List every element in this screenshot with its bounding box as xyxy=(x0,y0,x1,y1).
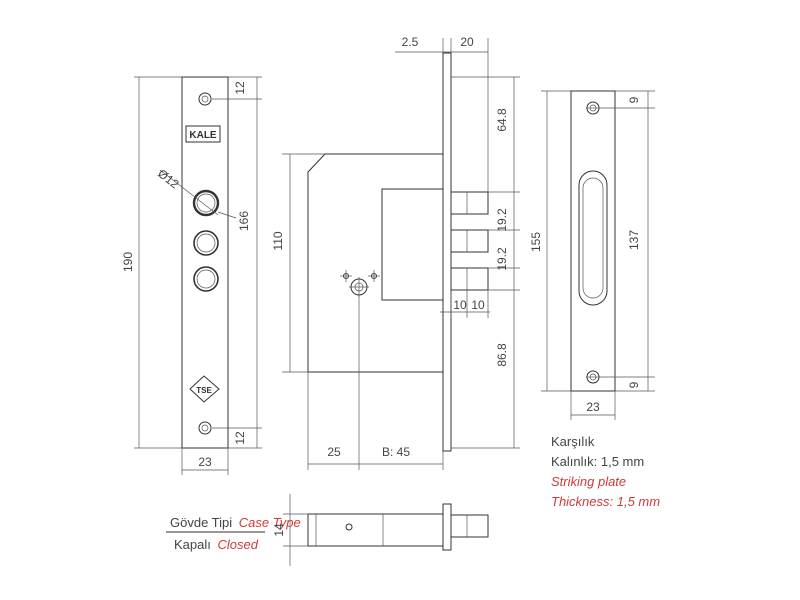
svg-text:19.2: 19.2 xyxy=(495,247,509,271)
svg-text:10: 10 xyxy=(453,298,467,312)
dim-23: 23 xyxy=(181,448,229,475)
cylinder-hole xyxy=(193,230,219,256)
striking-bottom-hole xyxy=(586,370,600,384)
svg-text:23: 23 xyxy=(198,455,212,469)
svg-text:14: 14 xyxy=(272,523,286,537)
svg-text:12: 12 xyxy=(233,81,247,95)
case-type-label: Gövde Tipi Case Type xyxy=(170,515,301,530)
svg-text:190: 190 xyxy=(121,252,135,272)
svg-text:Striking plate: Striking plate xyxy=(551,474,626,489)
striking-top-hole xyxy=(586,101,600,115)
body-faceplate xyxy=(442,52,452,452)
front-plate xyxy=(181,76,229,449)
kale-logo: KALE xyxy=(185,125,221,143)
dim-right-striking: 9 137 9 xyxy=(600,90,655,392)
svg-text:110: 110 xyxy=(271,231,285,250)
spindle-hub xyxy=(340,270,380,297)
bolt-housing xyxy=(381,188,443,301)
svg-text:12: 12 xyxy=(233,431,247,445)
svg-text:19.2: 19.2 xyxy=(495,208,509,232)
svg-text:Thickness: 1,5 mm: Thickness: 1,5 mm xyxy=(551,494,660,509)
svg-text:9: 9 xyxy=(627,96,641,103)
bolts xyxy=(450,191,489,291)
lock-body-view: 2.5 20 110 64.8 19.2 19.2 86.8 xyxy=(271,35,520,470)
svg-text:155: 155 xyxy=(529,232,543,252)
bolt xyxy=(450,267,489,291)
cylinder-hole xyxy=(192,189,220,217)
striking-caption: Karşılık Kalınlık: 1,5 mm Striking plate… xyxy=(551,434,660,509)
svg-text:Kalınlık: 1,5 mm: Kalınlık: 1,5 mm xyxy=(551,454,644,469)
svg-text:137: 137 xyxy=(627,230,641,250)
svg-text:20: 20 xyxy=(460,35,474,49)
svg-text:B: 45: B: 45 xyxy=(382,445,410,459)
bolt xyxy=(450,191,489,215)
svg-text:86.8: 86.8 xyxy=(495,343,509,367)
front-plate-view: KALE TSE 190 xyxy=(121,76,262,475)
svg-text:KALE: KALE xyxy=(189,130,217,141)
dim-166: 166 xyxy=(217,211,251,231)
dim-110: 110 xyxy=(271,153,325,373)
dim-155: 155 xyxy=(529,90,571,392)
striking-slot xyxy=(578,170,608,306)
tse-mark: TSE xyxy=(189,375,220,403)
svg-text:Ø12: Ø12 xyxy=(155,166,182,191)
bolt xyxy=(450,229,489,253)
dim-bottom-body: 25 B: 45 xyxy=(307,295,444,470)
dim-top: 2.5 20 xyxy=(395,35,489,192)
svg-text:Karşılık: Karşılık xyxy=(551,434,595,449)
svg-text:23: 23 xyxy=(586,400,600,414)
svg-text:2.5: 2.5 xyxy=(402,35,419,49)
svg-text:10: 10 xyxy=(471,298,485,312)
svg-text:166: 166 xyxy=(237,211,251,231)
dim-bolt-widths: 10 10 xyxy=(440,290,490,318)
top-screw-hole xyxy=(198,92,212,106)
case-outline xyxy=(307,153,443,373)
case-type-value: Kapalı Closed xyxy=(174,537,259,552)
bottom-screw-hole xyxy=(198,421,212,435)
dim-striking-23: 23 xyxy=(570,391,616,420)
cylinder-hole xyxy=(193,266,219,292)
case-top-view: 14 xyxy=(272,494,489,566)
dim-right-body: 64.8 19.2 19.2 86.8 xyxy=(451,76,520,449)
case-type-legend: Gövde Tipi Case Type Kapalı Closed xyxy=(166,515,301,552)
svg-text:25: 25 xyxy=(327,445,341,459)
svg-text:TSE: TSE xyxy=(196,386,212,395)
dim-right-chain: 12 12 xyxy=(212,76,262,449)
dim-190: 190 xyxy=(121,76,182,449)
striking-plate-view: 155 9 137 9 23 Karşılık Kalınlık: 1,5 mm… xyxy=(529,90,660,509)
svg-text:9: 9 xyxy=(627,381,641,388)
svg-text:64.8: 64.8 xyxy=(495,108,509,132)
striking-plate xyxy=(570,90,616,392)
